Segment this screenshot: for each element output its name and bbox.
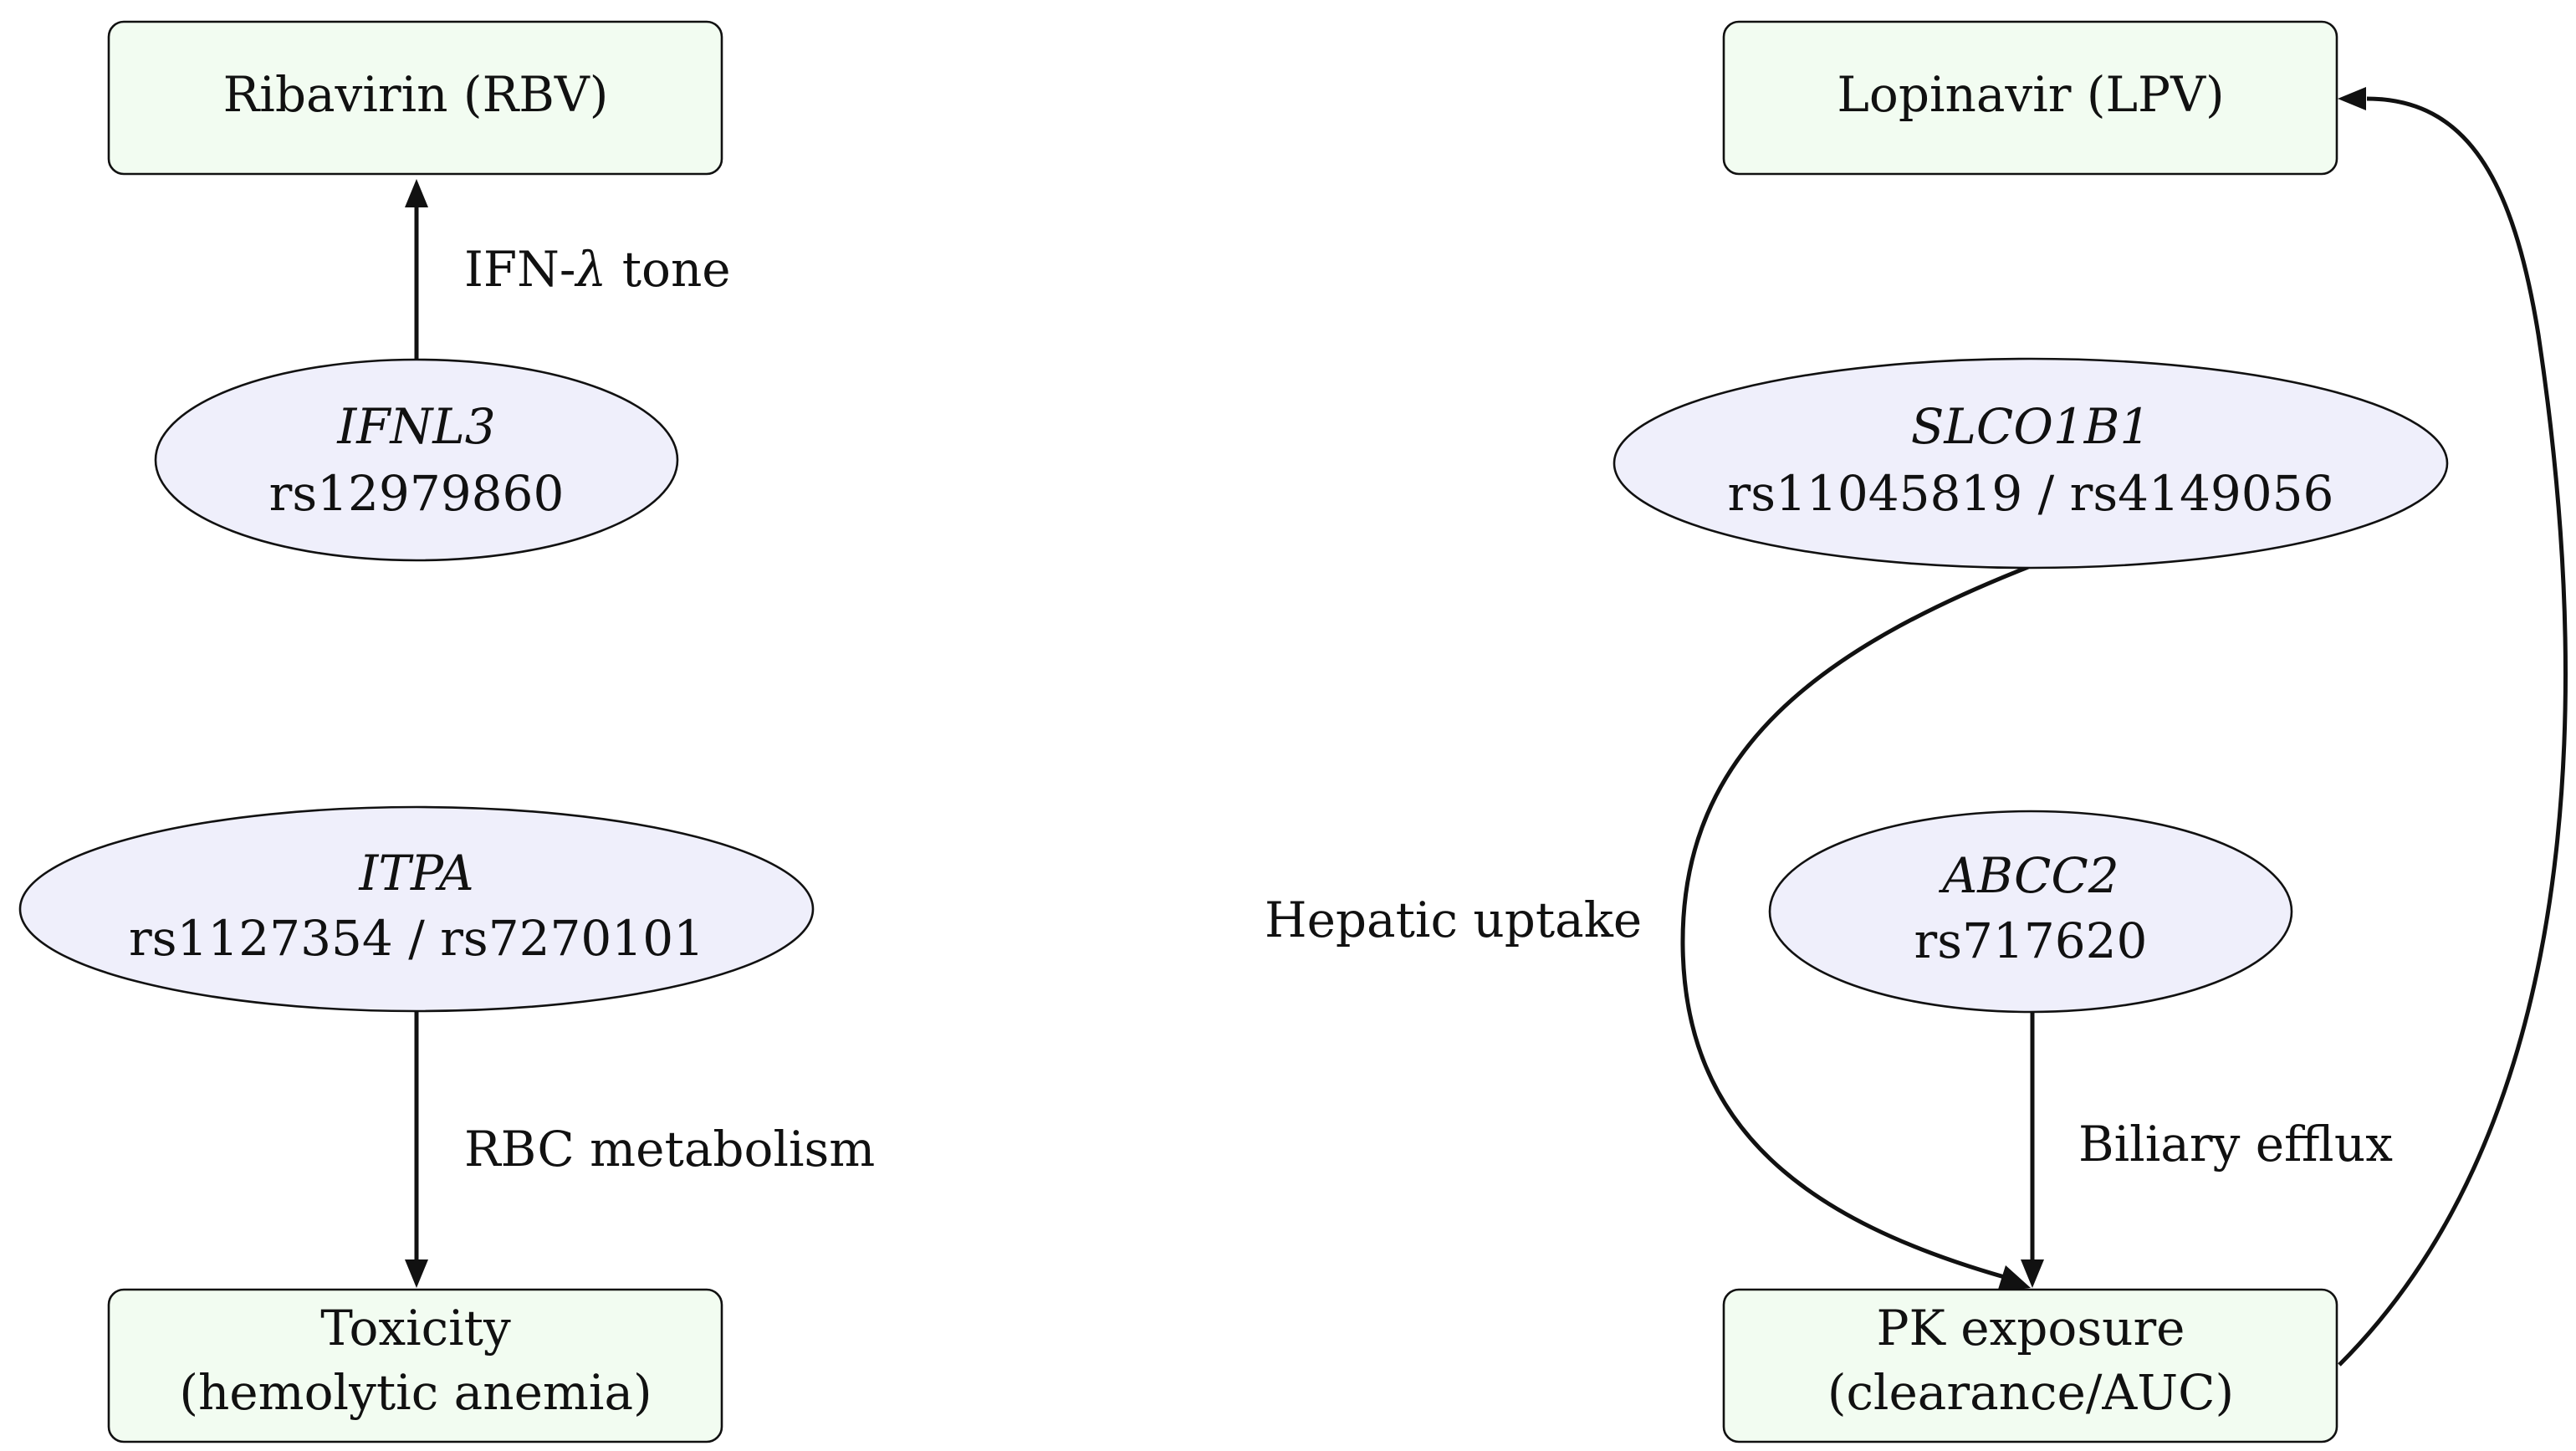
edge-slco1b1-to-pk bbox=[1680, 565, 2029, 1280]
lambda-symbol: λ bbox=[575, 241, 607, 298]
toxicity-title: Toxicity bbox=[320, 1300, 511, 1356]
outcome-box-toxicity: Toxicity (hemolytic anemia) bbox=[107, 1288, 723, 1443]
edge-label-biliary-efflux: Biliary efflux bbox=[2078, 1116, 2393, 1173]
drug-label-ribavirin: Ribavirin (RBV) bbox=[223, 66, 609, 123]
arrowhead-lopinavir bbox=[2338, 87, 2366, 110]
snp-ifnl3: rs12979860 bbox=[269, 465, 565, 522]
gene-node-abcc2: ABCC2 rs717620 bbox=[1768, 810, 2293, 1014]
pk-exposure-subtitle: (clearance/AUC) bbox=[1827, 1364, 2234, 1421]
drug-box-ribavirin: Ribavirin (RBV) bbox=[107, 20, 723, 176]
gene-node-itpa: ITPA rs1127354 / rs7270101 bbox=[18, 805, 815, 1013]
drug-box-lopinavir: Lopinavir (LPV) bbox=[1722, 20, 2338, 176]
gene-node-slco1b1: SLCO1B1 rs11045819 / rs4149056 bbox=[1613, 357, 2449, 570]
gene-name-abcc2: ABCC2 bbox=[1938, 847, 2119, 904]
toxicity-subtitle: (hemolytic anemia) bbox=[179, 1364, 652, 1421]
edge-label-ifn-suffix: tone bbox=[606, 241, 730, 298]
arrowhead-pk-from-abcc2 bbox=[2021, 1259, 2044, 1288]
outcome-box-pk-exposure: PK exposure (clearance/AUC) bbox=[1722, 1288, 2338, 1443]
gene-name-slco1b1: SLCO1B1 bbox=[1911, 398, 2151, 455]
drug-label-lopinavir: Lopinavir (LPV) bbox=[1837, 66, 2224, 123]
pk-exposure-title: PK exposure bbox=[1876, 1300, 2185, 1356]
edge-label-ifn-prefix: IFN- bbox=[464, 241, 576, 298]
arrowhead-ribavirin bbox=[405, 179, 428, 207]
edge-label-hepatic-uptake: Hepatic uptake bbox=[1265, 892, 1642, 948]
arrowhead-toxicity bbox=[405, 1259, 428, 1288]
gene-node-ifnl3: IFNL3 rs12979860 bbox=[154, 358, 679, 562]
edge-label-ifn-lambda: IFN-λ tone bbox=[464, 241, 731, 298]
gene-name-itpa: ITPA bbox=[358, 845, 473, 902]
edge-pk-to-lopinavir bbox=[2338, 96, 2568, 1367]
snp-slco1b1: rs11045819 / rs4149056 bbox=[1728, 465, 2334, 522]
snp-abcc2: rs717620 bbox=[1914, 912, 2148, 969]
snp-itpa: rs1127354 / rs7270101 bbox=[129, 910, 704, 967]
edge-label-rbc-metabolism: RBC metabolism bbox=[464, 1121, 875, 1178]
arrowhead-pk-from-slco1b1 bbox=[1997, 1265, 2031, 1292]
gene-name-ifnl3: IFNL3 bbox=[336, 398, 495, 455]
